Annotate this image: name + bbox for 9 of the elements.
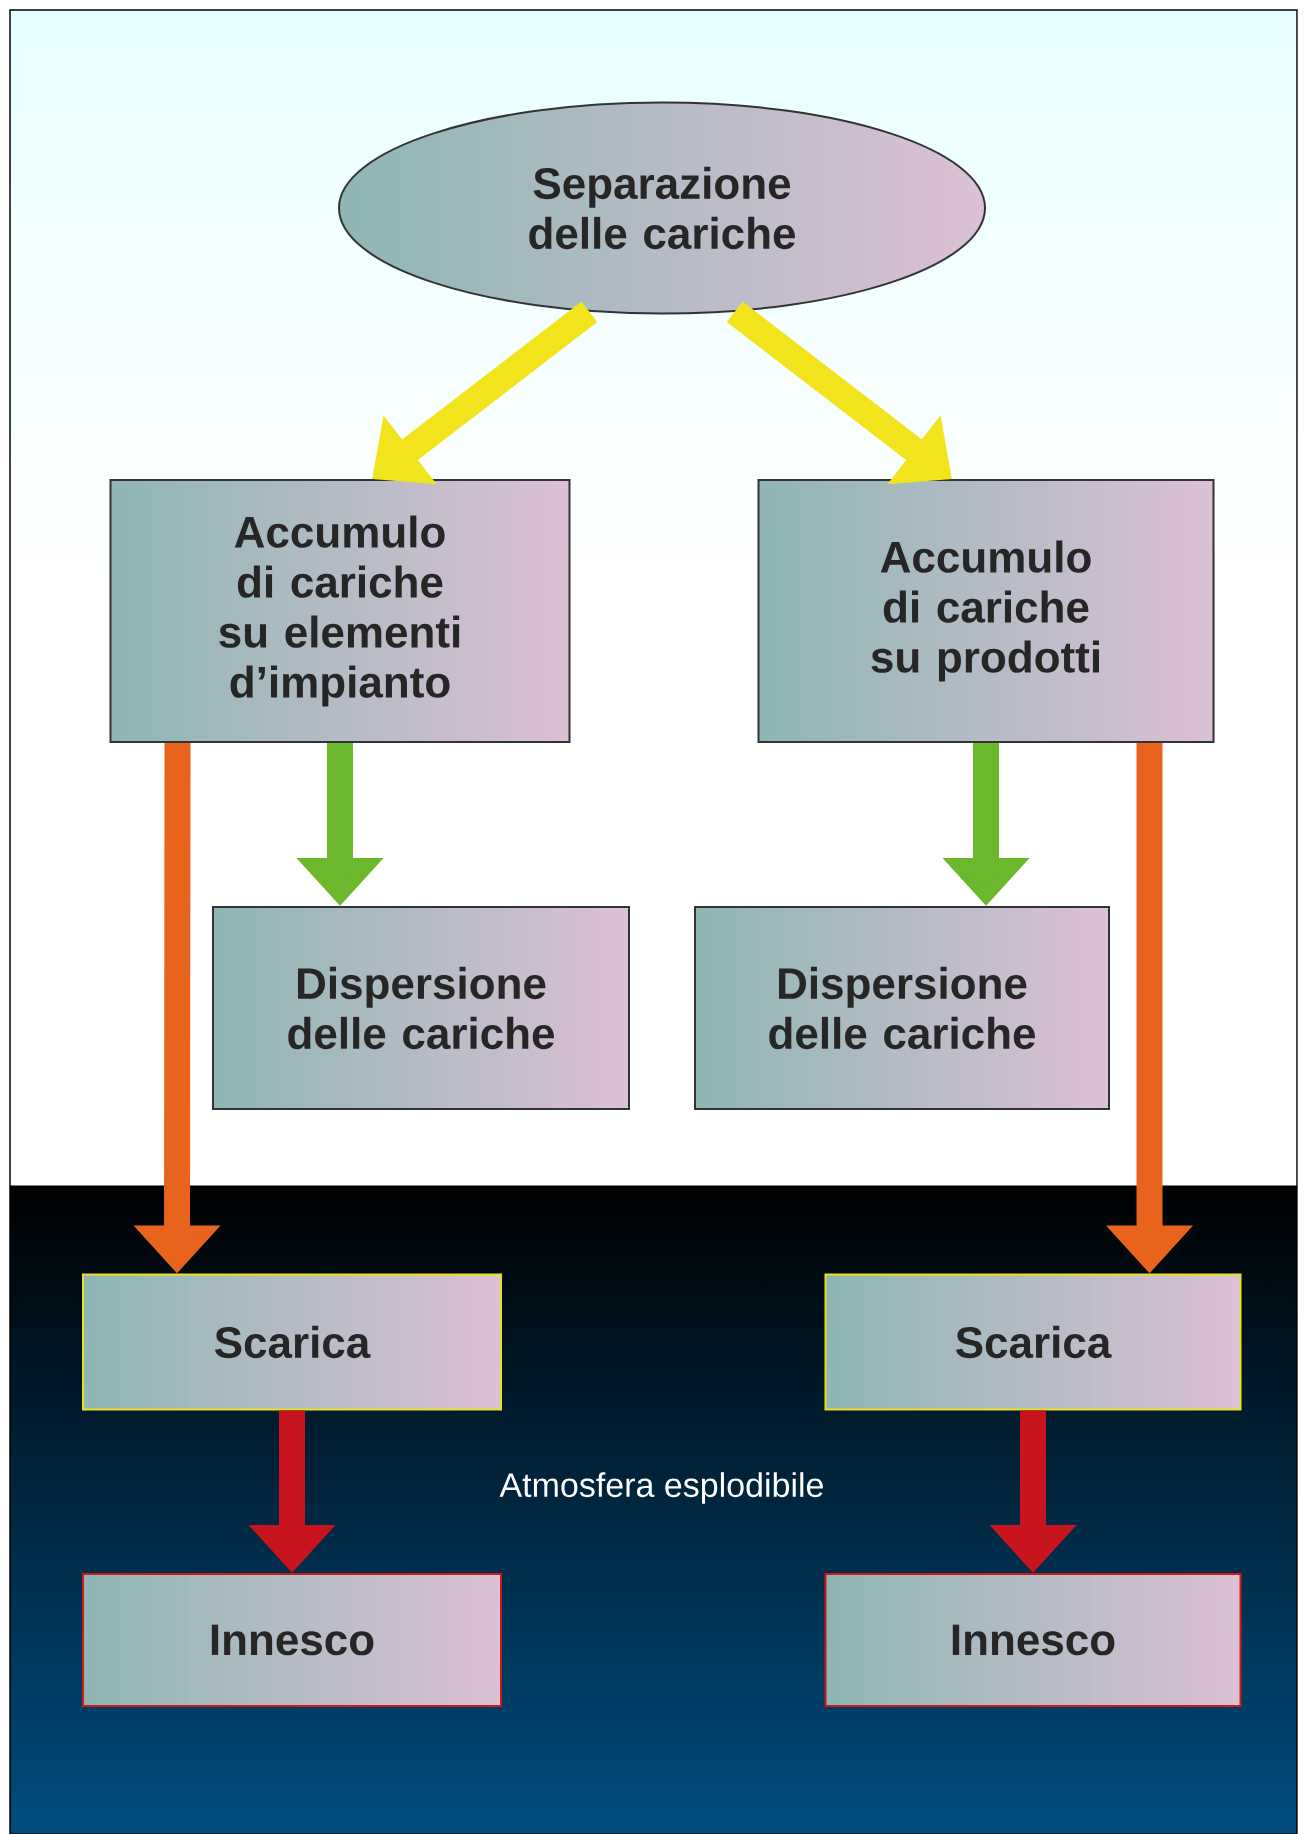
process-box: Scarica — [82, 1273, 502, 1411]
process-box: Accumulo di cariche su elementi d’impianto — [109, 479, 571, 743]
zone-label: Atmosfera esplodibile — [499, 1472, 823, 1504]
process-box: Innesco — [824, 1573, 1242, 1707]
process-box: Dispersione delle cariche — [212, 906, 630, 1110]
process-box: Dispersione delle cariche — [694, 906, 1110, 1110]
process-box: Accumulo di cariche su prodotti — [757, 479, 1215, 743]
process-box: Scarica — [824, 1273, 1242, 1411]
process-box: Innesco — [82, 1573, 502, 1707]
